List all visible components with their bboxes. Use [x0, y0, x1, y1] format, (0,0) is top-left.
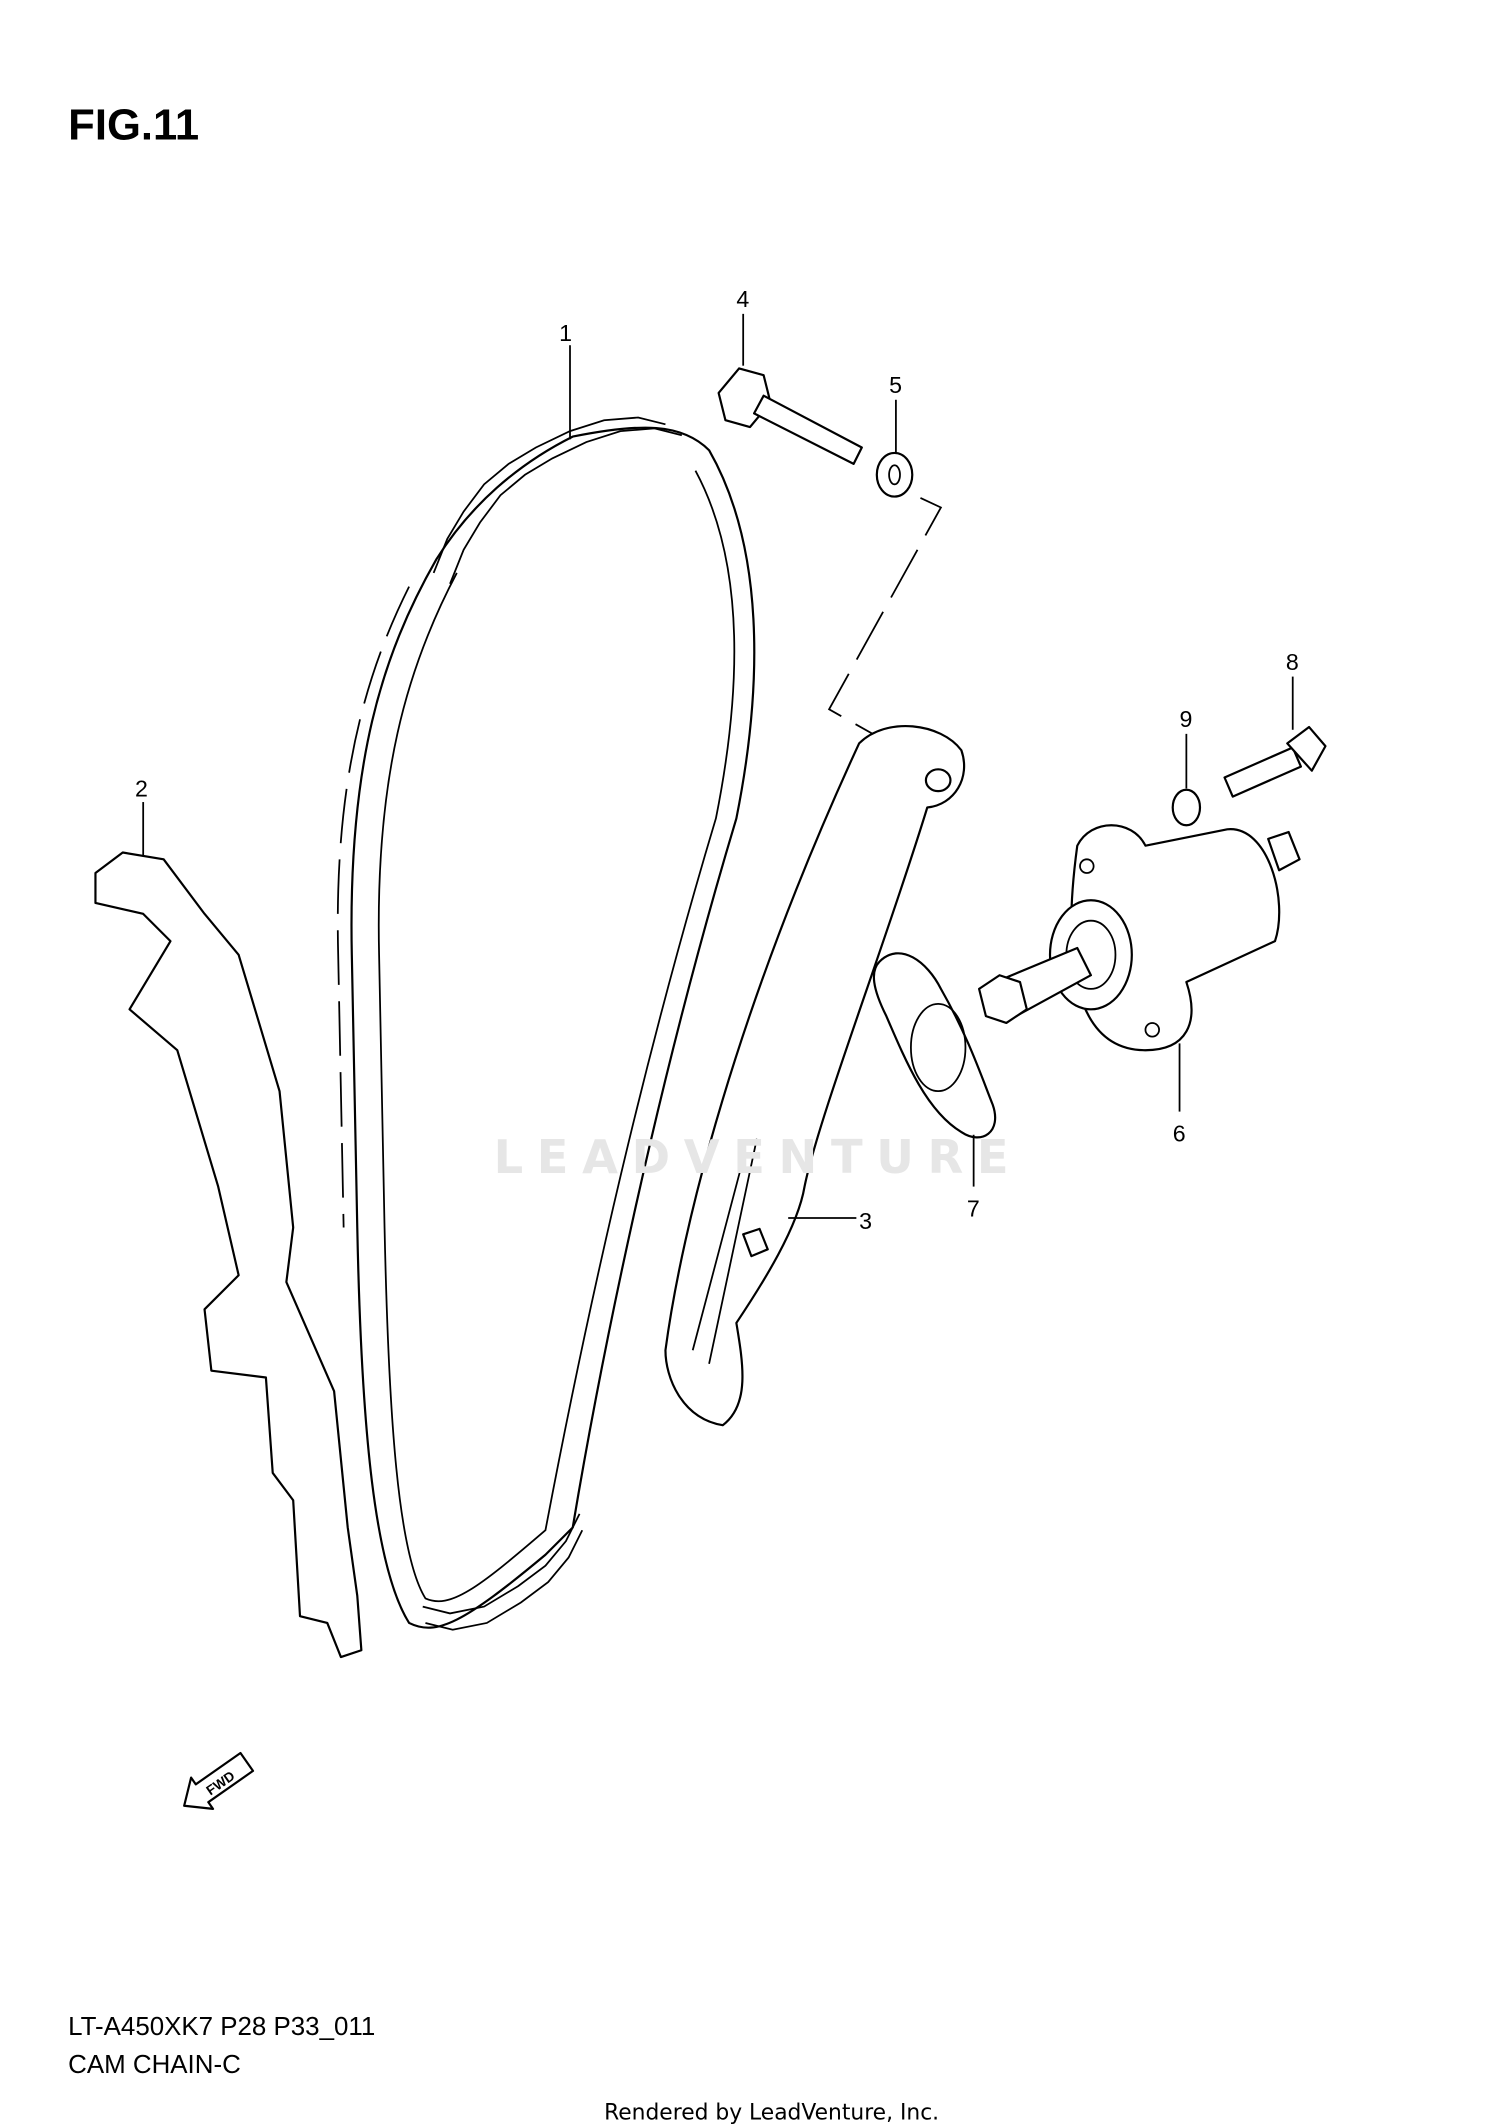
chain-links-bottom	[422, 1513, 584, 1631]
callout-7: 7	[967, 1196, 980, 1222]
cam-chain	[336, 416, 756, 1631]
forward-arrow-icon: FWD	[183, 1751, 255, 1810]
callout-4: 4	[736, 286, 749, 312]
chain-links-top	[432, 416, 683, 585]
adjuster-bolt	[1223, 725, 1327, 798]
callout-1: 1	[559, 320, 572, 346]
figure-title: FIG.11	[68, 101, 199, 149]
arm-pivot-hole	[924, 768, 952, 793]
callout-lines	[142, 313, 1294, 1219]
assembly-line	[827, 497, 943, 735]
callout-6: 6	[1173, 1121, 1186, 1147]
rendered-by: Rendered by LeadVenture, Inc.	[604, 2100, 939, 2125]
pivot-bolt	[717, 367, 863, 465]
callout-9: 9	[1180, 706, 1193, 732]
watermark: LEADVENTURE	[494, 1130, 1023, 1184]
model-code: LT-A450XK7 P28 P33_011	[68, 2013, 375, 2041]
assembly-name: CAM CHAIN-C	[68, 2051, 241, 2079]
gasket	[872, 952, 997, 1139]
callout-2: 2	[135, 776, 148, 802]
washer-9	[1171, 788, 1202, 827]
chain-guide	[94, 851, 363, 1659]
callout-3: 3	[859, 1208, 872, 1234]
tensioner-arm	[664, 724, 966, 1427]
callout-8: 8	[1286, 649, 1299, 675]
tensioner-adjuster	[977, 824, 1301, 1052]
callout-5: 5	[889, 372, 902, 398]
washer-5	[875, 451, 914, 498]
